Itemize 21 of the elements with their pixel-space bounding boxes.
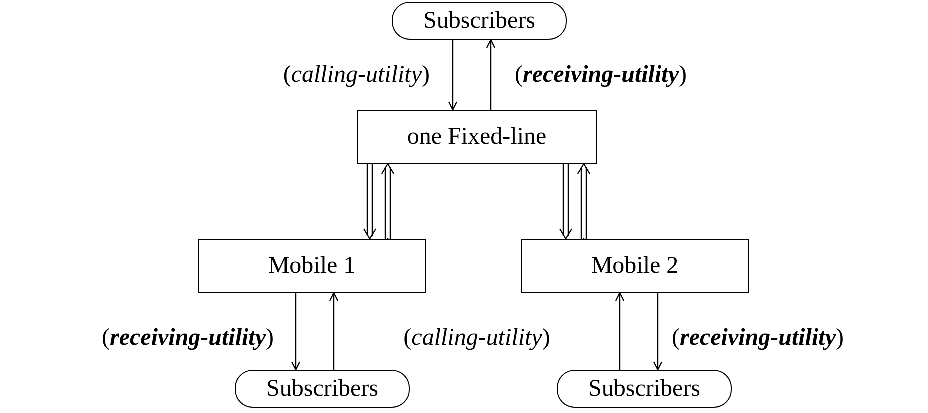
arrow xyxy=(291,293,301,371)
process-box: Mobile 2 xyxy=(521,239,749,293)
edge-label: (receiving-utility) xyxy=(515,61,688,90)
edge-label: (receiving-utility) xyxy=(672,324,845,353)
arrow xyxy=(486,39,496,110)
arrow xyxy=(653,293,663,371)
process-box: Mobile 1 xyxy=(198,239,426,293)
arrow xyxy=(363,163,377,240)
text-label: (calling-utility) xyxy=(402,324,552,353)
arrow xyxy=(577,163,591,240)
rounded-box: Subscribers xyxy=(557,370,732,408)
arrow xyxy=(448,40,458,111)
arrow xyxy=(559,163,573,240)
arrow xyxy=(329,292,339,370)
arrow xyxy=(381,163,395,240)
rounded-box: Subscribers xyxy=(235,370,410,408)
arrow xyxy=(615,292,625,370)
edge-label: (receiving-utility) xyxy=(101,324,274,353)
process-box: one Fixed-line xyxy=(357,110,597,164)
edge-label: (calling-utility) xyxy=(282,61,430,90)
rounded-box: Subscribers xyxy=(392,2,567,40)
